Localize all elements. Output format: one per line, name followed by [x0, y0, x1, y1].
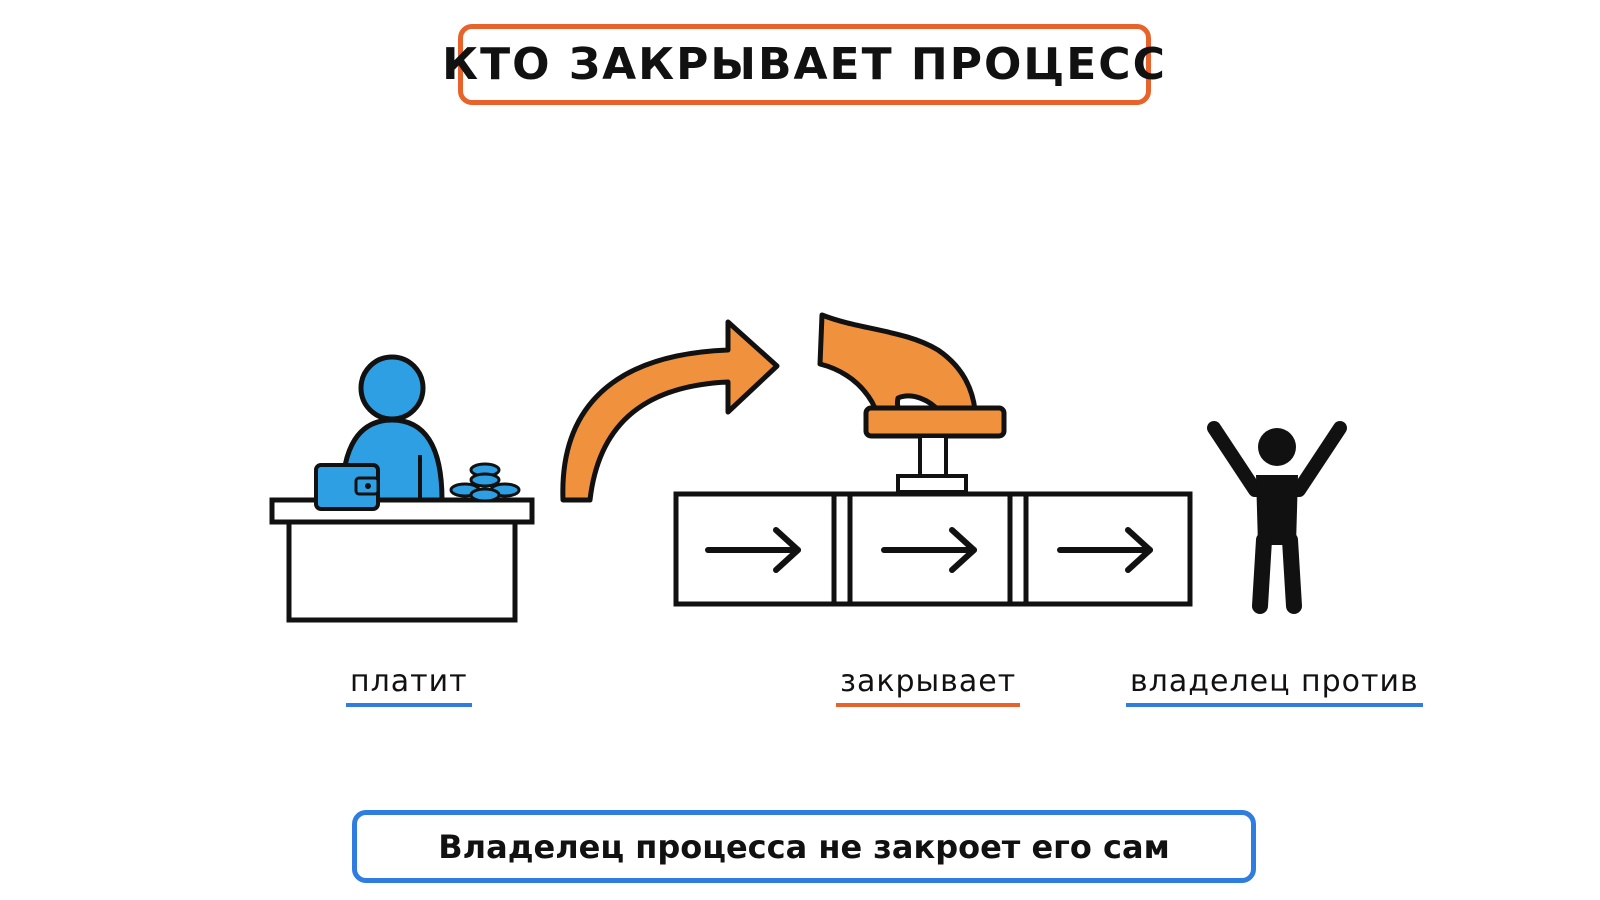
curved-arrow-icon: [560, 319, 780, 503]
person-at-desk-icon: [269, 354, 535, 623]
page-title: КТО ЗАКРЫВАЕТ ПРОЦЕСС: [442, 39, 1167, 90]
person-arms-raised-icon: [1207, 421, 1347, 614]
arrow-right-icon: [881, 527, 977, 573]
stamp-button-icon: [863, 405, 1007, 494]
hand-icon: [817, 312, 978, 433]
arrow-right-icon: [705, 527, 801, 573]
title-box: КТО ЗАКРЫВАЕТ ПРОЦЕСС: [442, 24, 1165, 105]
caption-text: Владелец процесса не закроет его сам: [438, 827, 1170, 866]
label-pays: платит: [346, 664, 472, 707]
wallet-icon: [314, 463, 380, 511]
label-owner-against: владелец против: [1126, 664, 1423, 707]
coins-icon: [449, 462, 521, 503]
label-closes: закрывает: [836, 664, 1021, 707]
caption-box: Владелец процесса не закроет его сам: [352, 810, 1256, 883]
arrow-right-icon: [1057, 527, 1153, 573]
